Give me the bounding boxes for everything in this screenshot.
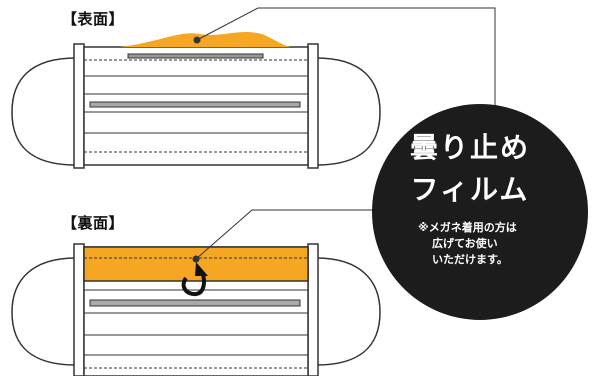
front-right-bar bbox=[307, 43, 319, 169]
back-leader-line bbox=[195, 209, 380, 260]
front-left-ear-loop bbox=[11, 57, 77, 166]
badge-note-line3: いただけます。 bbox=[432, 253, 508, 266]
front-left-bar bbox=[73, 43, 85, 169]
front-right-ear-loop bbox=[315, 57, 381, 166]
back-left-ear-loop bbox=[11, 257, 77, 366]
badge-note-line2: 広げてお使い bbox=[432, 237, 498, 250]
front-nose-wire bbox=[127, 53, 264, 59]
front-pleat-strip bbox=[89, 101, 301, 108]
front-leader-line bbox=[196, 7, 496, 122]
badge-note: ※メガネ着用の方は 広げてお使い いただけます。 bbox=[418, 220, 578, 268]
front-film-peek bbox=[120, 32, 290, 47]
back-right-ear-loop bbox=[315, 257, 381, 366]
back-pleat-strip bbox=[89, 299, 301, 307]
flip-up-arrow-icon bbox=[181, 262, 208, 297]
front-side-label: 【表面】 bbox=[62, 10, 125, 28]
anti-fog-badge bbox=[372, 104, 588, 320]
front-mask bbox=[11, 43, 381, 169]
badge-title-line2: フィルム bbox=[410, 173, 530, 206]
back-left-bar bbox=[73, 243, 85, 376]
back-right-bar bbox=[307, 243, 319, 376]
back-side-label: 【裏面】 bbox=[62, 214, 125, 232]
badge-note-line1: ※メガネ着用の方は bbox=[418, 221, 517, 234]
badge-title-line1: 曇り止め bbox=[409, 131, 530, 164]
